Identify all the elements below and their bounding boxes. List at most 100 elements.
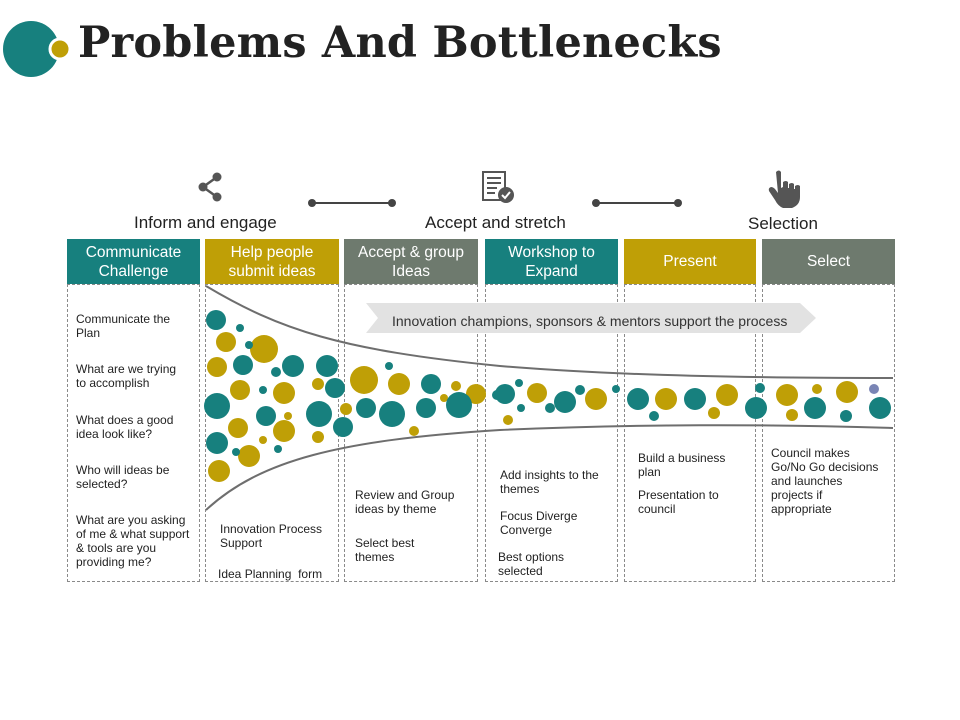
column-box-workshop [485,284,618,582]
idea-bubble [379,401,405,427]
idea-bubble [206,432,228,454]
list-item: Presentation to council [638,488,719,516]
idea-bubble [716,384,738,406]
idea-bubble [233,355,253,375]
idea-bubble [451,381,461,391]
phase-label-accept: Accept and stretch [425,213,566,232]
phase-label-selection: Selection [748,214,818,233]
list-item: What are we trying to accomplish [76,362,177,390]
idea-bubble [527,383,547,403]
column-header-workshop: Workshop to Expand [485,239,618,284]
idea-bubble [206,310,226,330]
phase-label-inform: Inform and engage [134,213,277,232]
funnel-top-curve [205,285,894,379]
list-item: Best options selected [498,550,565,578]
idea-bubble [271,367,281,377]
idea-bubble [333,417,353,437]
list-item: Select best themes [355,536,415,564]
idea-bubble [282,355,304,377]
idea-bubble [554,391,576,413]
list-item: What are you asking of me & what support… [76,513,190,569]
idea-bubble [274,445,282,453]
logo-circles [3,21,72,77]
idea-bubble [776,384,798,406]
idea-bubble [232,448,240,456]
list-item: Build a business plan [638,451,726,479]
idea-bubble [207,357,227,377]
idea-bubble [316,355,338,377]
idea-bubble [216,332,236,352]
column-header-communicate: Communicate Challenge [67,239,200,284]
idea-bubble [204,393,230,419]
idea-bubble [755,383,765,393]
idea-bubble [440,394,448,402]
idea-bubble [245,341,253,349]
share-icon [198,172,222,202]
idea-bubble [416,398,436,418]
idea-bubble [745,397,767,419]
idea-bubble [575,385,585,395]
page-title: Problems And Bottlenecks [78,18,722,68]
idea-bubble [446,392,472,418]
idea-bubble [325,378,345,398]
idea-bubble [804,397,826,419]
idea-bubble [312,378,324,390]
checklist-icon [482,171,514,203]
hand-pointer-icon [768,170,800,208]
list-item: Communicate the Plan [76,312,171,340]
idea-bubble [612,385,620,393]
list-item: Innovation Process Support [220,522,323,550]
idea-bubble [869,397,891,419]
idea-bubble [356,398,376,418]
idea-bubble [409,426,419,436]
idea-bubble [517,404,525,412]
funnel-bottom-curve [205,424,894,511]
idea-bubble [306,401,332,427]
idea-bubble [273,420,295,442]
column-header-help: Help people submit ideas [205,239,339,284]
idea-bubble [350,366,378,394]
idea-bubble [495,384,515,404]
idea-bubble [228,418,248,438]
idea-bubble [786,409,798,421]
idea-bubble [503,415,513,425]
column-header-select: Select [762,239,895,284]
idea-bubble [385,362,393,370]
idea-bubble [840,410,852,422]
idea-bubble [545,403,555,413]
idea-bubble [515,379,523,387]
idea-bubble [655,388,677,410]
idea-bubble [836,381,858,403]
list-item: Who will ideas be selected? [76,463,170,491]
idea-bubble [684,388,706,410]
idea-bubble [250,335,278,363]
idea-bubble [649,411,659,421]
idea-bubble [273,382,295,404]
list-item: Focus Diverge Converge [500,509,578,537]
list-item: Review and Group ideas by theme [355,488,455,516]
column-box-present [624,284,756,582]
idea-bubble [208,460,230,482]
idea-bubble [708,407,720,419]
idea-bubble [421,374,441,394]
support-banner-arrow [366,303,816,333]
phase-connector [308,199,396,207]
idea-bubble [869,384,879,394]
support-banner-text: Innovation champions, sponsors & mentors… [392,313,788,329]
idea-bubble [388,373,410,395]
idea-bubble [256,406,276,426]
idea-bubble [466,384,486,404]
list-item: Idea Planning form [218,567,323,581]
column-header-present: Present [624,239,756,284]
idea-bubble [312,431,324,443]
idea-bubble [627,388,649,410]
idea-bubble [259,386,267,394]
list-item: What does a good idea look like? [76,413,174,441]
idea-bubble [238,445,260,467]
phase-connector [592,199,682,207]
idea-bubble [284,412,292,420]
idea-bubbles [204,310,891,482]
idea-bubble [340,403,352,415]
column-box-communicate [67,284,200,582]
